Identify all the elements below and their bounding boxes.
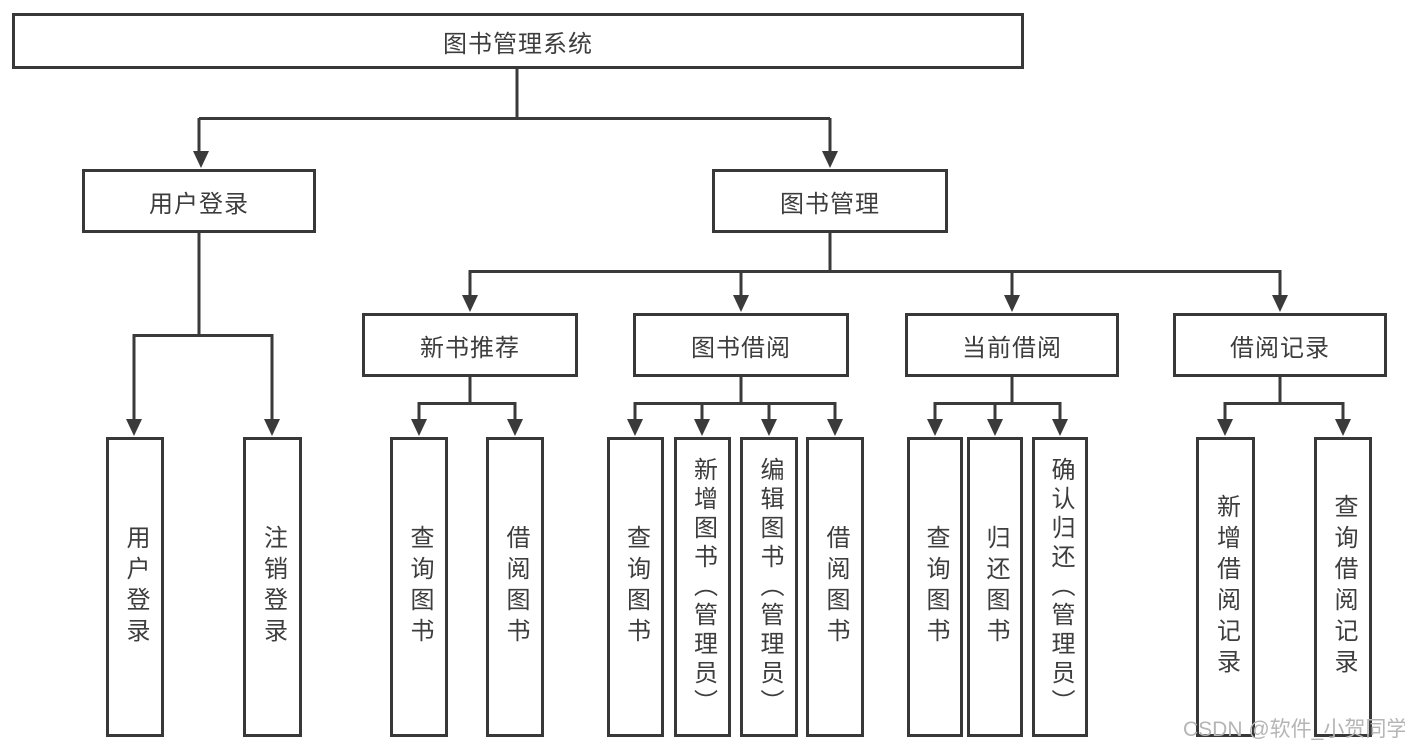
node-user-login: 用户登录 <box>82 169 316 233</box>
csdn-watermark: CSDN @软件_小贺同学 <box>1183 718 1405 741</box>
leaf-logout-action: 注销登录 <box>243 437 302 737</box>
leaf-query-books-recommend: 查询图书 <box>390 437 448 737</box>
node-book-management: 图书管理 <box>712 169 948 233</box>
node-borrowing-records: 借阅记录 <box>1173 313 1387 377</box>
leaf-edit-book-admin: 编辑图书（管理员） <box>740 437 798 737</box>
node-book-borrowing: 图书借阅 <box>633 313 849 377</box>
node-borrowing-records-label: 借阅记录 <box>1230 334 1330 362</box>
leaf-borrow-books-borrowing: 借阅图书 <box>806 437 864 737</box>
leaf-query-books-borrowing: 查询图书 <box>607 437 664 737</box>
node-current-borrowing: 当前借阅 <box>905 313 1119 377</box>
leaf-borrow-books-recommend: 借阅图书 <box>486 437 544 737</box>
node-root-label: 图书管理系统 <box>443 30 593 58</box>
leaf-confirm-return-admin: 确认归还（管理员） <box>1032 437 1088 737</box>
leaf-add-book-admin: 新增图书（管理员） <box>674 437 731 737</box>
leaf-add-borrow-record: 新增借阅记录 <box>1196 437 1255 737</box>
node-current-borrowing-label: 当前借阅 <box>962 334 1062 362</box>
arrowheads <box>126 151 1351 436</box>
leaf-user-login-action: 用户登录 <box>106 437 164 737</box>
node-user-login-label: 用户登录 <box>149 190 249 218</box>
leaf-query-books-current: 查询图书 <box>907 437 963 737</box>
node-book-management-label: 图书管理 <box>780 190 880 218</box>
node-root: 图书管理系统 <box>12 13 1024 69</box>
node-new-book-recommendation-label: 新书推荐 <box>420 334 520 362</box>
leaf-return-books: 归还图书 <box>967 437 1023 737</box>
node-new-book-recommendation: 新书推荐 <box>362 313 578 377</box>
leaf-query-borrow-record: 查询借阅记录 <box>1314 437 1372 737</box>
node-book-borrowing-label: 图书借阅 <box>691 334 791 362</box>
